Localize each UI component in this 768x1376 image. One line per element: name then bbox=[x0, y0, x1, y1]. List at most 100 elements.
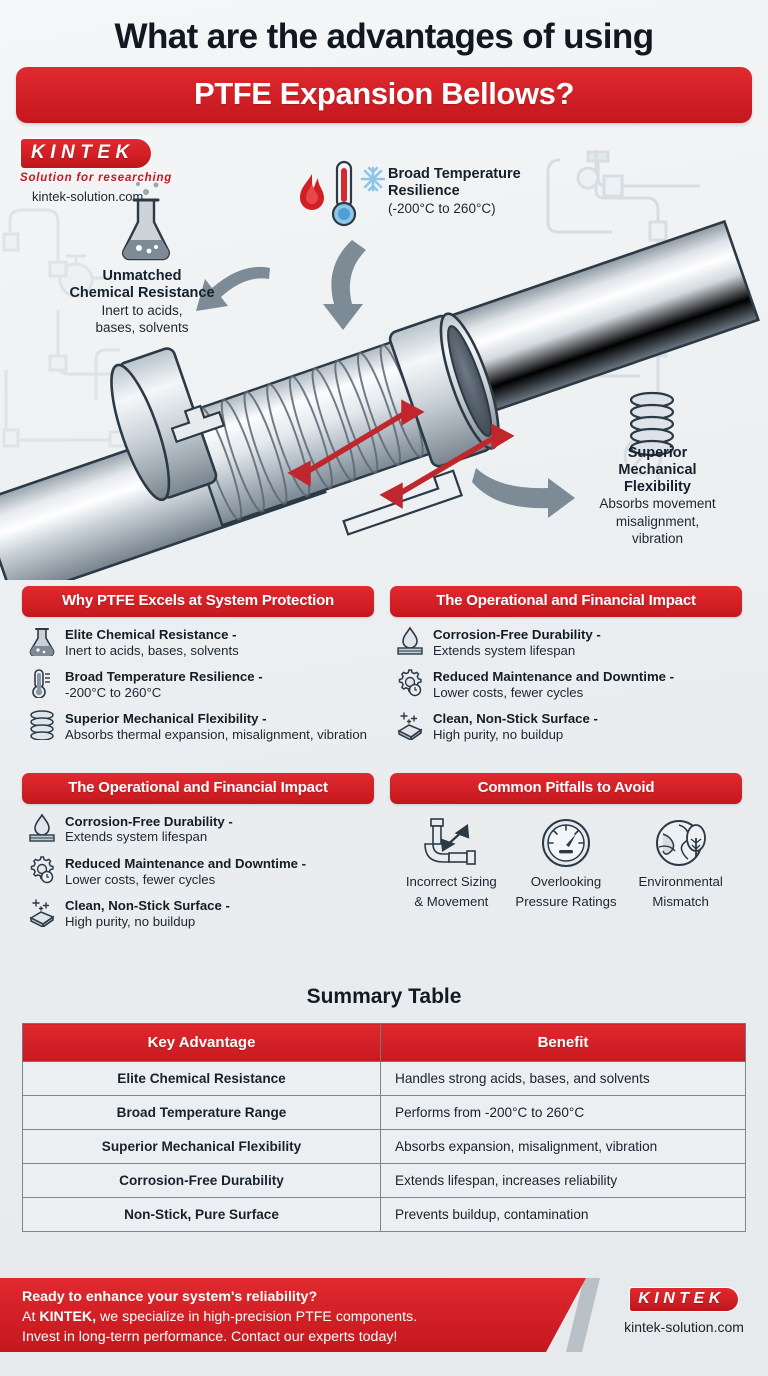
summary-table: Key Advantage Benefit Elite Chemical Res… bbox=[22, 1023, 746, 1232]
table-row: Non-Stick, Pure Surface Prevents buildup… bbox=[22, 1197, 746, 1232]
callout-title-line1: Unmatched bbox=[102, 268, 182, 284]
spring-coil-icon bbox=[629, 391, 675, 457]
feature-title: Reduced Maintenance and Downtime - bbox=[433, 669, 675, 685]
pitfall-item: Overlooking Pressure Ratings bbox=[510, 815, 622, 911]
footer-cta-banner: Ready to enhance your system's reliabili… bbox=[0, 1278, 586, 1352]
panel-header: The Operational and Financial Impact bbox=[22, 772, 374, 804]
flame-icon bbox=[300, 174, 324, 210]
feature-item: Elite Chemical Resistance - Inert to aci… bbox=[28, 626, 372, 659]
panel-row-2: The Operational and Financial Impact bbox=[0, 772, 768, 940]
feature-desc: High purity, no buildup bbox=[433, 727, 564, 743]
gear-clock-icon bbox=[28, 855, 56, 885]
droplet-shield-icon bbox=[396, 626, 424, 656]
panel-heading-text: Common Pitfalls to Avoid bbox=[477, 778, 655, 796]
feature-item: Corrosion-Free Durability - Extends syst… bbox=[28, 813, 372, 846]
table-row: Superior Mechanical Flexibility Absorbs … bbox=[22, 1129, 746, 1164]
feature-desc: Extends system lifespan bbox=[433, 642, 576, 658]
panel-why-ptfe-excels: Why PTFE Excels at System Protection bbox=[22, 586, 374, 753]
callout-title-line2: Resilience bbox=[388, 182, 460, 199]
callout-broad-temperature: Broad Temperature Resilience (-200°C to … bbox=[388, 166, 578, 217]
footer-url: kintek-solution.com bbox=[624, 1319, 744, 1335]
pitfall-label-line1: Overlooking bbox=[530, 873, 602, 889]
page-title-bar: PTFE Expansion Bellows? bbox=[16, 66, 752, 123]
cell-key-advantage: Broad Temperature Range bbox=[22, 1095, 381, 1130]
kintek-logo-footer: KINTEK bbox=[629, 1287, 739, 1312]
panel-header: Why PTFE Excels at System Protection bbox=[22, 586, 374, 617]
pitfall-label-line1: Environmental bbox=[638, 873, 723, 889]
header: What are the advantages of using PTFE Ex… bbox=[0, 0, 768, 123]
panel-header: Common Pitfalls to Avoid bbox=[390, 772, 742, 804]
feature-desc: -200°C to 260°C bbox=[65, 685, 162, 701]
feature-item: Reduced Maintenance and Downtime - Lower… bbox=[28, 855, 372, 888]
kintek-logo-footer-text: KINTEK bbox=[638, 1290, 725, 1307]
feature-title: Clean, Non-Stick Surface - bbox=[65, 898, 230, 914]
footer-line-1: Ready to enhance your system's reliabili… bbox=[22, 1289, 318, 1305]
kintek-logo: KINTEK bbox=[20, 138, 152, 169]
callout-subtitle-line3: vibration bbox=[631, 530, 684, 546]
feature-title: Clean, Non-Stick Surface - bbox=[433, 711, 598, 727]
brand-block: KINTEK Solution for researching kintek-s… bbox=[20, 138, 230, 204]
kintek-logo-text: KINTEK bbox=[31, 142, 135, 163]
pitfall-label-line2: Mismatch bbox=[652, 894, 709, 910]
panels-section: Why PTFE Excels at System Protection bbox=[0, 586, 768, 939]
feature-title: Superior Mechanical Flexibility - bbox=[65, 711, 267, 727]
feature-title: Reduced Maintenance and Downtime - bbox=[65, 855, 307, 871]
snowflake-icon bbox=[360, 166, 386, 192]
table-row: Corrosion-Free Durability Extends lifesp… bbox=[22, 1163, 746, 1198]
callout-subtitle: (-200°C to 260°C) bbox=[388, 200, 496, 216]
callout-arrow-up bbox=[323, 240, 366, 330]
panel-header: The Operational and Financial Impact bbox=[390, 586, 742, 617]
panel-operational-impact-left: The Operational and Financial Impact bbox=[22, 772, 374, 940]
feature-item: Corrosion-Free Durability - Extends syst… bbox=[396, 626, 740, 659]
table-row: Broad Temperature Range Performs from -2… bbox=[22, 1095, 746, 1130]
panel-operational-impact-right: The Operational and Financial Impact bbox=[390, 586, 742, 753]
panel-body: Corrosion-Free Durability - Extends syst… bbox=[22, 804, 374, 931]
table-row: Elite Chemical Resistance Handles strong… bbox=[22, 1061, 746, 1096]
globe-tree-icon bbox=[625, 815, 737, 869]
gear-clock-icon bbox=[396, 668, 424, 698]
cell-benefit: Prevents buildup, contamination bbox=[380, 1197, 746, 1232]
cell-benefit: Extends lifespan, increases reliability bbox=[380, 1163, 746, 1198]
callout-subtitle-line2: bases, solvents bbox=[95, 319, 189, 335]
callout-arrow-left bbox=[196, 266, 270, 311]
panel-heading-text: Why PTFE Excels at System Protection bbox=[61, 592, 335, 609]
brand-tagline: Solution for researching bbox=[20, 172, 173, 184]
feature-title: Corrosion-Free Durability - bbox=[433, 627, 601, 642]
callout-mechanical-flexibility: Superior Mechanical Flexibility Absorbs … bbox=[565, 445, 750, 547]
callout-subtitle-line1: Inert to acids, bbox=[101, 302, 183, 318]
pitfall-item: Environmental Mismatch bbox=[625, 815, 737, 911]
footer-line-2-pre: At bbox=[22, 1309, 40, 1326]
feature-desc: Extends system lifespan bbox=[65, 829, 208, 845]
callout-title-line1: Broad Temperature bbox=[388, 166, 521, 182]
flask-icon bbox=[28, 626, 56, 657]
cell-key-advantage: Non-Stick, Pure Surface bbox=[22, 1197, 381, 1232]
pitfall-label-line1: Incorrect Sizing bbox=[405, 873, 497, 889]
table-header-row: Key Advantage Benefit bbox=[22, 1023, 746, 1062]
callout-title-line2: Chemical Resistance bbox=[69, 284, 215, 301]
feature-item: Clean, Non-Stick Surface - High purity, … bbox=[28, 897, 372, 930]
footer: Ready to enhance your system's reliabili… bbox=[0, 1278, 768, 1356]
callout-title-line3: Flexibility bbox=[624, 478, 691, 495]
flask-icon bbox=[122, 182, 170, 261]
summary-section: Summary Table Key Advantage Benefit Elit… bbox=[0, 985, 768, 1232]
feature-item: Superior Mechanical Flexibility - Absorb… bbox=[28, 710, 372, 743]
pitfall-label-line2: & Movement bbox=[414, 894, 489, 910]
callout-chemical-resistance: Unmatched Chemical Resistance Inert to a… bbox=[42, 268, 242, 336]
feature-desc: Inert to acids, bases, solvents bbox=[65, 642, 239, 658]
pitfall-item: Incorrect Sizing & Movement bbox=[395, 815, 507, 911]
thermometer-icon bbox=[331, 160, 357, 227]
callout-subtitle-line1: Absorbs movement bbox=[599, 496, 716, 512]
summary-title: Summary Table bbox=[306, 985, 462, 1008]
cell-key-advantage: Corrosion-Free Durability bbox=[22, 1163, 381, 1198]
pressure-gauge-icon bbox=[510, 815, 622, 869]
feature-item: Reduced Maintenance and Downtime - Lower… bbox=[396, 668, 740, 701]
callout-title-line1: Superior bbox=[627, 445, 688, 461]
panel-body: Elite Chemical Resistance - Inert to aci… bbox=[22, 617, 374, 744]
page-headline: What are the advantages of using bbox=[114, 17, 655, 56]
feature-item: Clean, Non-Stick Surface - High purity, … bbox=[396, 710, 740, 743]
cell-benefit: Performs from -200°C to 260°C bbox=[380, 1095, 746, 1130]
page-title: PTFE Expansion Bellows? bbox=[193, 75, 575, 111]
column-header-key-advantage: Key Advantage bbox=[22, 1023, 381, 1062]
brand-url: kintek-solution.com bbox=[32, 189, 144, 204]
feature-item: Broad Temperature Resilience - -200°C to… bbox=[28, 668, 372, 701]
